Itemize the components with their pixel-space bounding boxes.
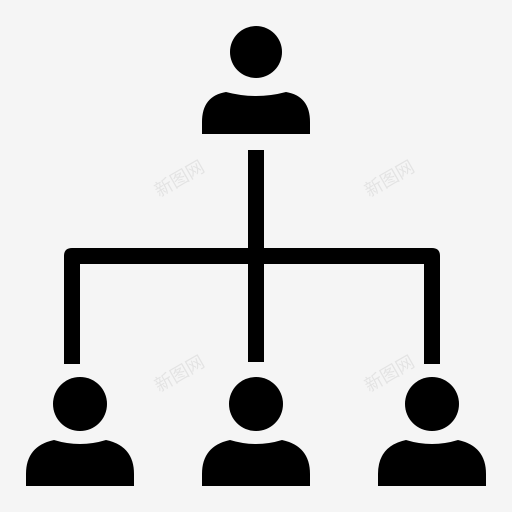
member-head-left <box>53 377 107 431</box>
hierarchy-connectors <box>64 150 440 364</box>
manager-person-icon <box>202 26 310 134</box>
member-head-right <box>405 377 459 431</box>
member-person-icon-right <box>378 377 486 486</box>
member-head-center <box>229 377 283 431</box>
manager-body <box>202 92 310 134</box>
member-body-center <box>202 440 310 486</box>
member-body-right <box>378 440 486 486</box>
member-person-icon-center <box>202 377 310 486</box>
member-body-left <box>26 440 134 486</box>
horizontal-branch <box>64 248 440 364</box>
member-person-icon-left <box>26 377 134 486</box>
manager-head <box>230 26 282 78</box>
